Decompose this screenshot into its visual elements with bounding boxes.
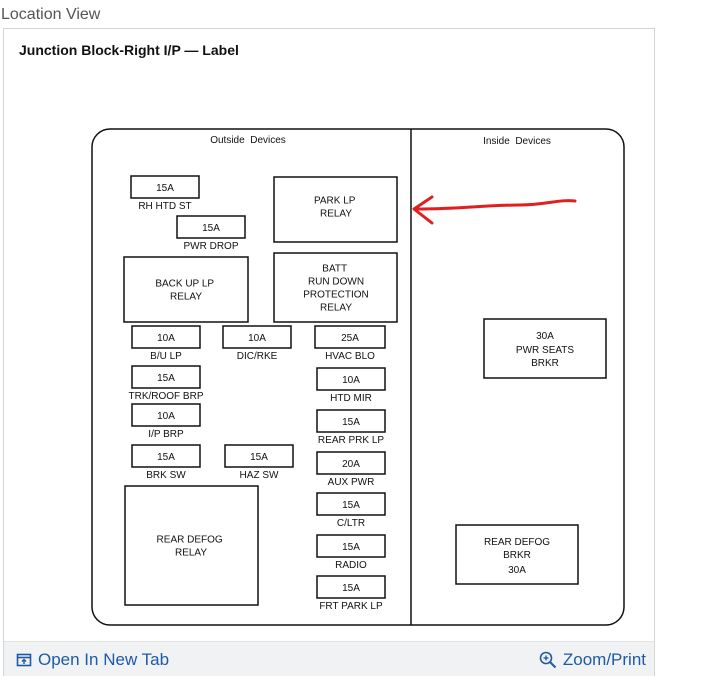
fuse-box — [130, 175, 200, 199]
junction-block-diagram: Outside Devices Inside Devices 15A RH HT… — [91, 128, 625, 626]
relay-label-text: BATT — [322, 264, 347, 275]
fuse-label: FRT PARK LP — [319, 601, 383, 612]
fuse-rating: 15A — [342, 417, 360, 428]
fuse-rating: 15A — [202, 223, 220, 234]
relay-label: REAR DEFOG RELAY — [157, 535, 226, 559]
fuse-label: REAR PRK LP — [318, 435, 384, 446]
relay-label-line: RELAY — [175, 548, 207, 559]
breaker-label: REAR DEFOG BRKR — [484, 537, 550, 561]
fuse-rating: 10A — [157, 411, 175, 422]
fuse-label: RH HTD ST — [138, 201, 191, 212]
fuse-label: DIC/RKE — [237, 351, 278, 362]
fuse-box — [316, 534, 386, 558]
open-in-new-tab-link[interactable]: Open In New Tab — [16, 650, 169, 670]
breaker-label-line: BRKR — [503, 550, 531, 561]
fuse-rating: 10A — [248, 333, 266, 344]
fuse-rating: 20A — [342, 459, 360, 470]
relay-box — [123, 256, 249, 323]
relay-label-line: PROTECTION — [303, 290, 369, 301]
zoom-in-icon — [539, 651, 557, 669]
fuse-rating: 15A — [156, 183, 174, 194]
fuse-box — [314, 325, 386, 349]
location-view-panel: Junction Block-Right I/P — Label Outside… — [3, 28, 655, 676]
zoom-print-label: Zoom/Print — [562, 650, 646, 669]
relay-label: BACK UP LP RELAY — [155, 279, 216, 303]
fuse-rating: 15A — [342, 542, 360, 553]
fuse-rating: 25A — [341, 333, 359, 344]
fuse-box — [131, 444, 201, 468]
breaker-label-line: PWR SEATS — [516, 345, 574, 356]
fuse-box — [316, 367, 386, 391]
breaker-label-line: REAR DEFOG — [484, 537, 550, 548]
page-title: Location View — [1, 6, 101, 23]
fuse-box — [224, 444, 294, 468]
fuse-label: AUX PWR — [328, 477, 375, 488]
open-new-tab-icon — [16, 653, 32, 667]
breaker-box — [455, 524, 579, 585]
panel-title: Junction Block-Right I/P — Label — [19, 42, 239, 58]
fuse-label: TRK/ROOF BRP — [128, 391, 203, 402]
fuse-label: BRK SW — [146, 470, 186, 481]
relay-label-text: PARK LP — [314, 196, 356, 207]
breaker-rating: 30A — [536, 331, 554, 342]
zoom-print-link[interactable]: Zoom/Print — [539, 650, 646, 670]
fuse-rating: 15A — [250, 452, 268, 463]
fuse-rating: 15A — [157, 373, 175, 384]
fuse-rating: 15A — [342, 500, 360, 511]
breaker-label-line: BRKR — [531, 358, 559, 369]
breaker-box — [483, 318, 607, 379]
relay-label: BATT RUN DOWN PROTECTION RELAY — [303, 264, 369, 314]
fuse-box — [316, 492, 386, 516]
open-in-new-tab-label: Open In New Tab — [38, 650, 170, 669]
fuse-label: HAZ SW — [240, 470, 279, 481]
fuse-label: B/U LP — [150, 351, 182, 362]
fuse-box — [316, 409, 386, 433]
fuse-box — [176, 215, 246, 239]
relay-box — [273, 252, 398, 323]
relay-box — [273, 176, 398, 243]
relay-label-line: RELAY — [320, 303, 352, 314]
fuse-box — [131, 403, 201, 427]
relay-label-line: RUN DOWN — [308, 277, 364, 288]
inside-devices-label: Inside Devices — [483, 136, 551, 147]
fuse-box — [222, 325, 292, 349]
red-arrow-icon — [415, 199, 577, 211]
fuse-label: HVAC BLO — [325, 351, 375, 362]
breaker-rating: 30A — [508, 565, 526, 576]
panel-footer: Open In New Tab Zoom/Print — [4, 641, 654, 676]
fuse-rating: 15A — [157, 452, 175, 463]
junction-block-outline — [91, 128, 625, 626]
relay-label-line: RELAY — [170, 292, 202, 303]
fuse-box — [316, 575, 386, 599]
fuse-label: RADIO — [335, 560, 367, 571]
relay-label-text: BACK UP LP — [155, 279, 214, 290]
fuse-label: C/LTR — [337, 518, 365, 529]
outside-devices-label: Outside Devices — [210, 135, 286, 146]
fuse-box — [131, 365, 201, 389]
fuse-rating: 10A — [157, 333, 175, 344]
relay-label: PARK LP RELAY — [314, 196, 358, 220]
fuse-label: PWR DROP — [184, 241, 239, 252]
fuse-rating: 10A — [342, 375, 360, 386]
fuse-box — [131, 325, 201, 349]
fuse-label: HTD MIR — [330, 393, 372, 404]
red-arrowhead-icon — [412, 195, 434, 225]
relay-box — [124, 485, 259, 606]
relay-label-line: RELAY — [320, 209, 352, 220]
breaker-label: PWR SEATS BRKR — [516, 345, 574, 369]
fuse-box — [316, 451, 386, 475]
fuse-label: I/P BRP — [148, 429, 184, 440]
relay-label-text: REAR DEFOG — [157, 535, 223, 546]
fuse-rating: 15A — [342, 583, 360, 594]
